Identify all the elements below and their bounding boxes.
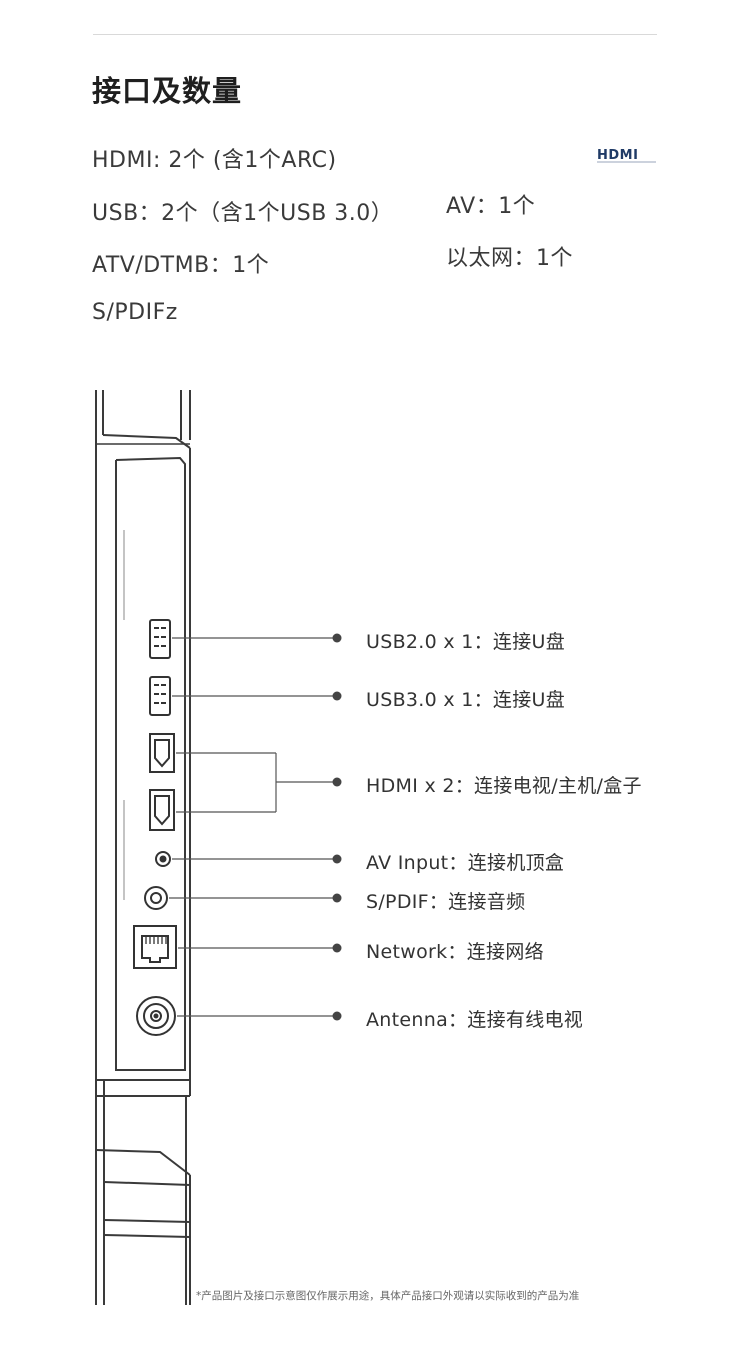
callout-dot bbox=[332, 1011, 342, 1021]
av-input-port-icon bbox=[155, 851, 171, 867]
spec-av: AV：1个 bbox=[446, 194, 536, 219]
port-label-spdif: S/PDIF：连接音频 bbox=[366, 891, 526, 913]
tv-port-diagram bbox=[95, 390, 342, 1305]
port-label-av: AV Input：连接机顶盒 bbox=[366, 852, 565, 874]
spec-spdif: S/PDIFz bbox=[92, 300, 178, 325]
usb3-port-icon bbox=[149, 676, 171, 716]
callout-dot bbox=[332, 777, 342, 787]
spec-hdmi: HDMI: 2个 (含1个ARC) bbox=[92, 148, 337, 173]
callout-dot bbox=[332, 943, 342, 953]
network-port-icon bbox=[133, 925, 177, 969]
port-label-usb2: USB2.0 x 1：连接U盘 bbox=[366, 631, 566, 653]
callout-dot bbox=[332, 633, 342, 643]
hdmi-port-2-icon bbox=[149, 789, 175, 831]
port-label-network: Network：连接网络 bbox=[366, 941, 544, 963]
port-label-hdmi: HDMI x 2：连接电视/主机/盒子 bbox=[366, 775, 642, 797]
spec-atv: ATV/DTMB：1个 bbox=[92, 253, 270, 278]
antenna-port-icon bbox=[136, 996, 176, 1036]
port-label-antenna: Antenna：连接有线电视 bbox=[366, 1009, 584, 1031]
spdif-port-icon bbox=[144, 886, 168, 910]
hdmi-logo-icon: HDMI bbox=[597, 148, 656, 163]
usb2-port-icon bbox=[149, 619, 171, 659]
top-divider bbox=[93, 34, 657, 35]
port-label-usb3: USB3.0 x 1：连接U盘 bbox=[366, 689, 566, 711]
callout-dot bbox=[332, 893, 342, 903]
section-title: 接口及数量 bbox=[92, 74, 243, 108]
callout-dot bbox=[332, 854, 342, 864]
hdmi-port-1-icon bbox=[149, 733, 175, 773]
disclaimer-footnote: *产品图片及接口示意图仅作展示用途，具体产品接口外观请以实际收到的产品为准 bbox=[196, 1290, 580, 1302]
hdmi-logo-text: HDMI bbox=[597, 148, 638, 163]
callout-dot bbox=[332, 691, 342, 701]
spec-usb: USB：2个（含1个USB 3.0） bbox=[92, 201, 394, 226]
spec-ethernet: 以太网：1个 bbox=[446, 246, 573, 271]
